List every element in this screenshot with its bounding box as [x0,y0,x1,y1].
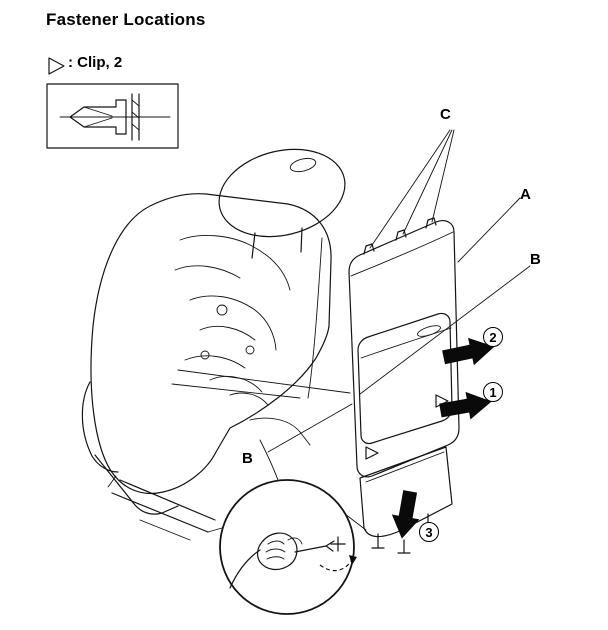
diagram-title: Fastener Locations [46,10,206,29]
seat-illustration [81,148,346,541]
callout-b-upper: B [530,251,541,268]
clip-cross-section-box [46,83,179,149]
step-3-arrow [391,490,420,539]
step-3-badge: 3 [419,522,439,542]
clip-legend-label: : Clip, 2 [68,54,123,71]
step-1-badge: 1 [483,382,503,402]
callout-a: A [520,186,531,203]
leader-lines [171,129,531,453]
step-1-arrow [439,391,492,420]
callout-b-lower: B [242,450,253,467]
callout-c: C [440,106,451,123]
clip-legend-triangle-icon [48,57,65,75]
panel-pocket [357,312,453,445]
detail-circle [219,479,367,615]
step-2-arrow [442,337,495,366]
clip-marker-lower [365,446,379,460]
step-2-badge: 2 [483,327,503,347]
